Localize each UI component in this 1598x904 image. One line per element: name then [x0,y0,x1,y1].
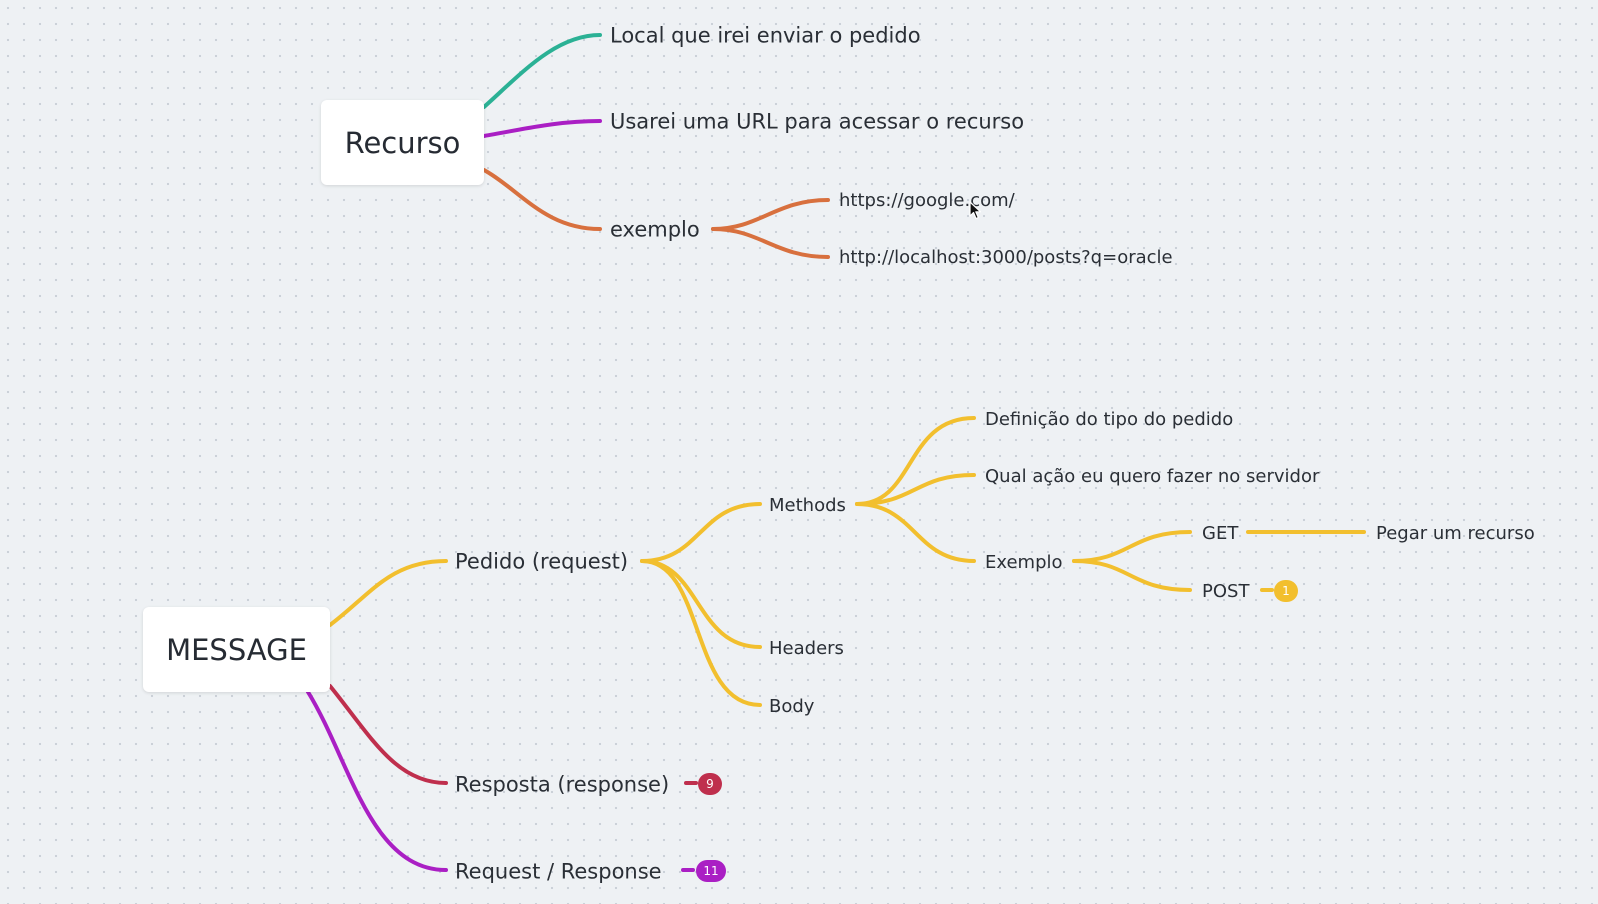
mouse-pointer-icon [969,201,982,220]
topic-pedido[interactable]: Pedido (request) [455,549,629,574]
connector-message-reqres [306,690,448,872]
resposta-count-badge[interactable]: 9 [698,773,722,795]
connector-pedido-methods [640,502,762,563]
topic-get[interactable]: GET [1202,523,1239,544]
topic-exemplo[interactable]: exemplo [610,217,700,242]
topic-local[interactable]: Local que irei enviar o pedido [610,23,921,48]
root-node-recurso[interactable]: Recurso [321,100,484,185]
connector-exemplo-localhost [711,227,830,259]
connector-message-resposta [328,684,448,785]
root-node-message-label: MESSAGE [166,632,307,667]
topic-definicao[interactable]: Definição do tipo do pedido [985,409,1234,430]
connector-exemplo-get [1072,530,1192,563]
topic-request-response[interactable]: Request / Response [455,859,662,884]
topic-post[interactable]: POST [1202,581,1250,602]
connector-pedido-headers [640,559,762,649]
connector-methods-definicao [855,416,976,506]
topic-headers[interactable]: Headers [769,638,844,659]
request-response-count-badge[interactable]: 11 [696,860,726,882]
connector-recurso-local [482,33,602,109]
connector-methods-exemplo [855,502,976,563]
topic-body[interactable]: Body [769,696,815,717]
topic-google-url[interactable]: https://google.com/ [839,190,1015,211]
connector-methods-qual-acao [855,473,976,506]
connector-pedido-body [640,559,762,707]
connector-recurso-url [482,119,602,138]
topic-methods-exemplo[interactable]: Exemplo [985,552,1063,573]
topic-localhost-url[interactable]: http://localhost:3000/posts?q=oracle [839,247,1173,268]
connector-exemplo-google [711,198,830,231]
connector-recurso-exemplo [482,168,602,231]
connector-message-pedido [328,559,448,627]
topic-qual-acao[interactable]: Qual ação eu quero fazer no servidor [985,466,1320,487]
topic-resposta[interactable]: Resposta (response) [455,772,670,797]
topic-get-description[interactable]: Pegar um recurso [1376,523,1535,544]
root-node-message[interactable]: MESSAGE [143,607,330,692]
post-count-badge[interactable]: 1 [1274,580,1298,602]
topic-url[interactable]: Usarei uma URL para acessar o recurso [610,109,1025,134]
root-node-recurso-label: Recurso [344,125,461,160]
connector-exemplo-post [1072,559,1192,592]
topic-methods[interactable]: Methods [769,495,846,516]
